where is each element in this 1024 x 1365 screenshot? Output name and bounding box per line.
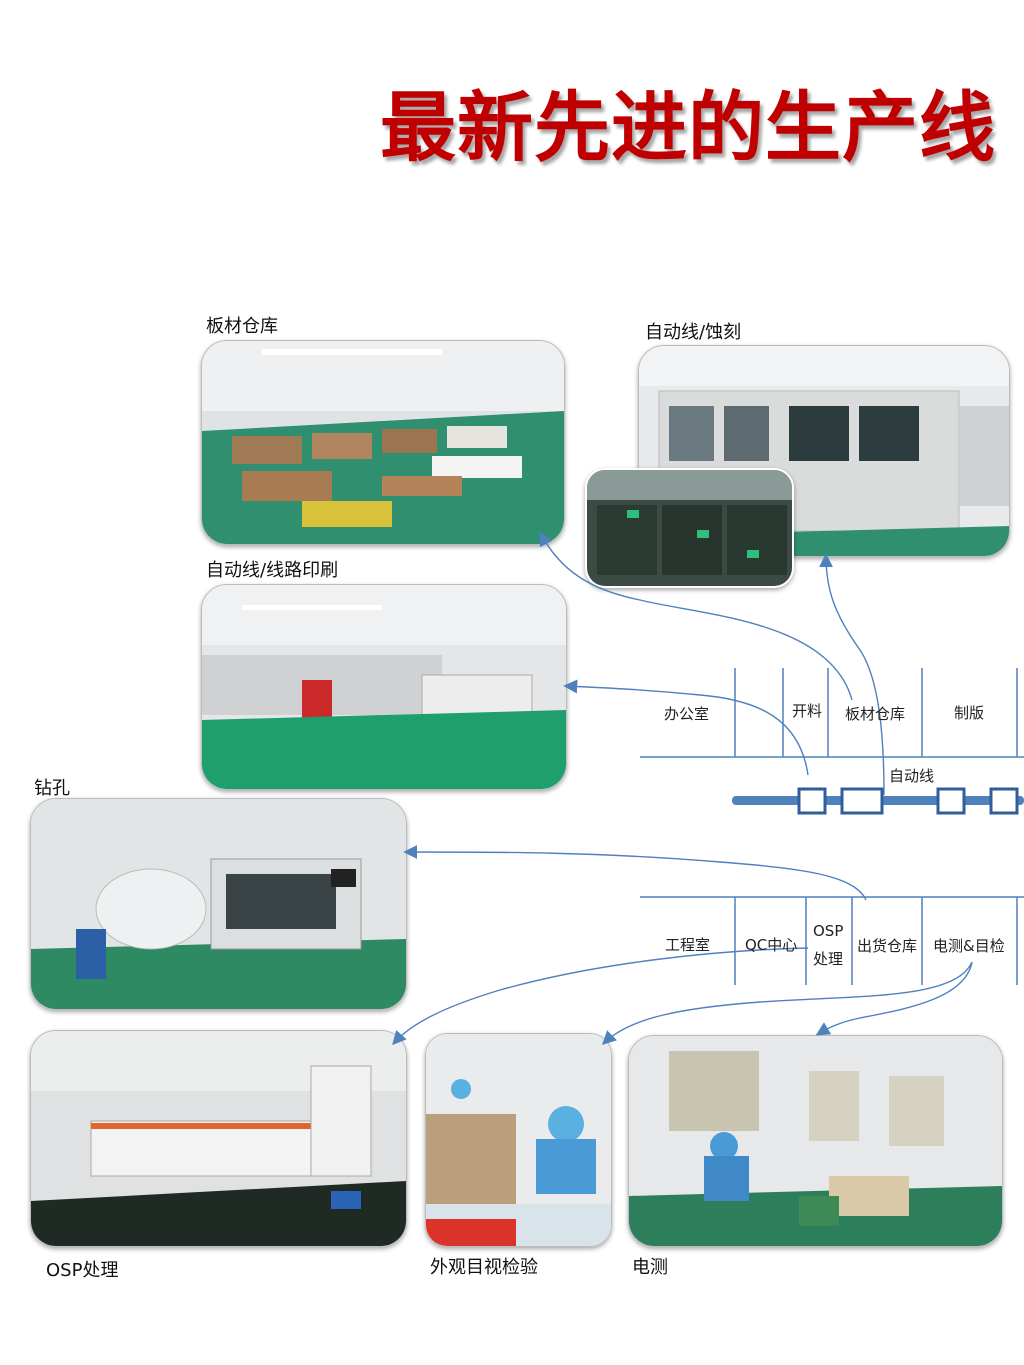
label-etest: 电测 bbox=[632, 1257, 668, 1278]
visual-inspection-photo bbox=[425, 1033, 612, 1247]
room-shipping-warehouse: 出货仓库 bbox=[857, 937, 918, 955]
etest-photo bbox=[628, 1035, 1003, 1247]
room-qc-center: QC中心 bbox=[745, 936, 798, 954]
page-title: 最新先进的生产线 bbox=[380, 83, 996, 172]
arrow-to-etest bbox=[815, 961, 973, 1036]
production-line bbox=[732, 787, 1024, 815]
label-visual: 外观目视检验 bbox=[430, 1257, 538, 1278]
warehouse-photo bbox=[201, 340, 565, 545]
room-osp-line1: OSP bbox=[813, 922, 844, 940]
arrow-to-etching bbox=[819, 553, 885, 796]
room-etest-inspection: 电测&目检 bbox=[933, 937, 1005, 955]
label-drilling: 钻孔 bbox=[34, 778, 70, 799]
etching-inset-photo bbox=[585, 468, 794, 588]
label-osp: OSP处理 bbox=[46, 1260, 119, 1281]
room-office: 办公室 bbox=[664, 705, 710, 723]
arrow-to-visual bbox=[601, 961, 973, 1045]
osp-photo bbox=[30, 1030, 407, 1247]
label-warehouse: 板材仓库 bbox=[206, 316, 278, 337]
drilling-photo bbox=[30, 798, 407, 1010]
line-label: 自动线 bbox=[889, 767, 935, 785]
room-material-warehouse: 板材仓库 bbox=[845, 705, 906, 723]
room-plate-making: 制版 bbox=[954, 704, 985, 722]
arrow-to-drilling bbox=[403, 845, 867, 901]
label-printing: 自动线/线路印刷 bbox=[206, 560, 339, 581]
arrow-to-printing bbox=[563, 679, 809, 776]
room-engineering: 工程室 bbox=[665, 936, 711, 954]
room-osp-line2: 处理 bbox=[813, 950, 844, 968]
printing-photo bbox=[201, 584, 567, 790]
arrow-to-osp bbox=[392, 947, 809, 1046]
room-cutting: 开料 bbox=[792, 702, 823, 720]
label-etching: 自动线/蚀刻 bbox=[645, 322, 742, 343]
